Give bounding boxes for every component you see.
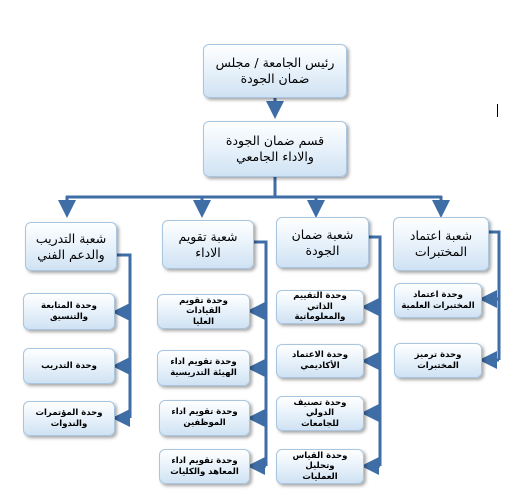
node-unit-faculty-evaluation: وحدة تقويم اداء الهيئة التدريسية xyxy=(157,350,250,386)
node-unit-international-ranking: وحدة تصنيف الدولي للجامعات xyxy=(276,396,364,431)
division-labs-label: شعبة اعتماد المختبرات xyxy=(409,228,473,259)
unit-label: وحدة المؤتمرات والندوات xyxy=(35,407,103,429)
division-quality-label: شعبة ضمان الجودة xyxy=(291,226,354,258)
node-unit-institutes-evaluation: وحدة تقويم اداء المعاهد والكليات xyxy=(159,449,250,484)
node-unit-labs-coding: وحدة ترميز المختبرات xyxy=(394,343,482,378)
node-unit-labs-scientific-accreditation: وحدة اعتماد المختبرات العلمية xyxy=(394,283,482,318)
node-president-council: رئيس الجامعة / مجلس ضمان الجودة xyxy=(203,44,347,98)
unit-label: وحدة المتابعة والتنسيق xyxy=(41,300,97,322)
unit-label: وحدة الاعتماد الأكاديمي xyxy=(291,350,349,371)
text-cursor xyxy=(497,104,498,117)
node-unit-self-assessment: وحدة التقييم الذاتي والمعلوماتية xyxy=(276,290,364,324)
node-unit-training: وحدة التدريب xyxy=(23,348,115,384)
node-quality-department-label: قسم ضمان الجودة والاداء الجامعي xyxy=(225,133,325,164)
unit-label: وحدة التقييم الذاتي والمعلوماتية xyxy=(293,291,347,323)
unit-label: وحدة تقويم اداء الموظفين xyxy=(171,407,238,428)
node-division-performance-evaluation: شعبة تقويم الاداء xyxy=(162,220,254,269)
node-unit-measurement-analysis: وحدة القياس وتحليل العمليات xyxy=(276,449,364,484)
unit-label: وحدة تقويم اداء الهيئة التدريسية xyxy=(170,357,237,378)
node-unit-conferences-seminars: وحدة المؤتمرات والندوات xyxy=(23,401,115,436)
node-quality-department: قسم ضمان الجودة والاداء الجامعي xyxy=(203,121,347,177)
node-unit-staff-evaluation: وحدة تقويم اداء الموظفين xyxy=(159,400,250,436)
node-division-quality-assurance: شعبة ضمان الجودة xyxy=(276,217,369,268)
unit-label: وحدة تقويم اداء المعاهد والكليات xyxy=(170,455,239,477)
node-division-training-support: شعبة التدريب والدعم الفني xyxy=(25,222,117,271)
node-president-council-label: رئيس الجامعة / مجلس ضمان الجودة xyxy=(215,55,335,86)
unit-label: وحدة تقويم القيادات العليا xyxy=(179,295,228,327)
connector-spine-evaluation xyxy=(254,240,268,466)
connector-spine-quality xyxy=(369,235,382,466)
connector-spine-training xyxy=(117,253,132,418)
division-training-label: شعبة التدريب والدعم الفني xyxy=(35,230,107,262)
node-unit-leadership-evaluation: وحدة تقويم القيادات العليا xyxy=(157,294,250,329)
division-evaluation-label: شعبة تقويم الاداء xyxy=(178,228,238,260)
unit-label: وحدة القياس وتحليل العمليات xyxy=(292,450,348,482)
node-division-labs-accreditation: شعبة اعتماد المختبرات xyxy=(393,217,489,271)
unit-label: وحدة اعتماد المختبرات العلمية xyxy=(401,289,475,311)
unit-label: وحدة تصنيف الدولي للجامعات xyxy=(293,397,347,429)
node-unit-academic-accreditation: وحدة الاعتماد الأكاديمي xyxy=(276,344,364,378)
unit-label: وحدة التدريب xyxy=(41,360,97,371)
unit-label: وحدة ترميز المختبرات xyxy=(414,349,462,371)
node-unit-follow-up-coordination: وحدة المتابعة والتنسيق xyxy=(23,293,115,330)
connector-spine-labs xyxy=(489,230,501,360)
